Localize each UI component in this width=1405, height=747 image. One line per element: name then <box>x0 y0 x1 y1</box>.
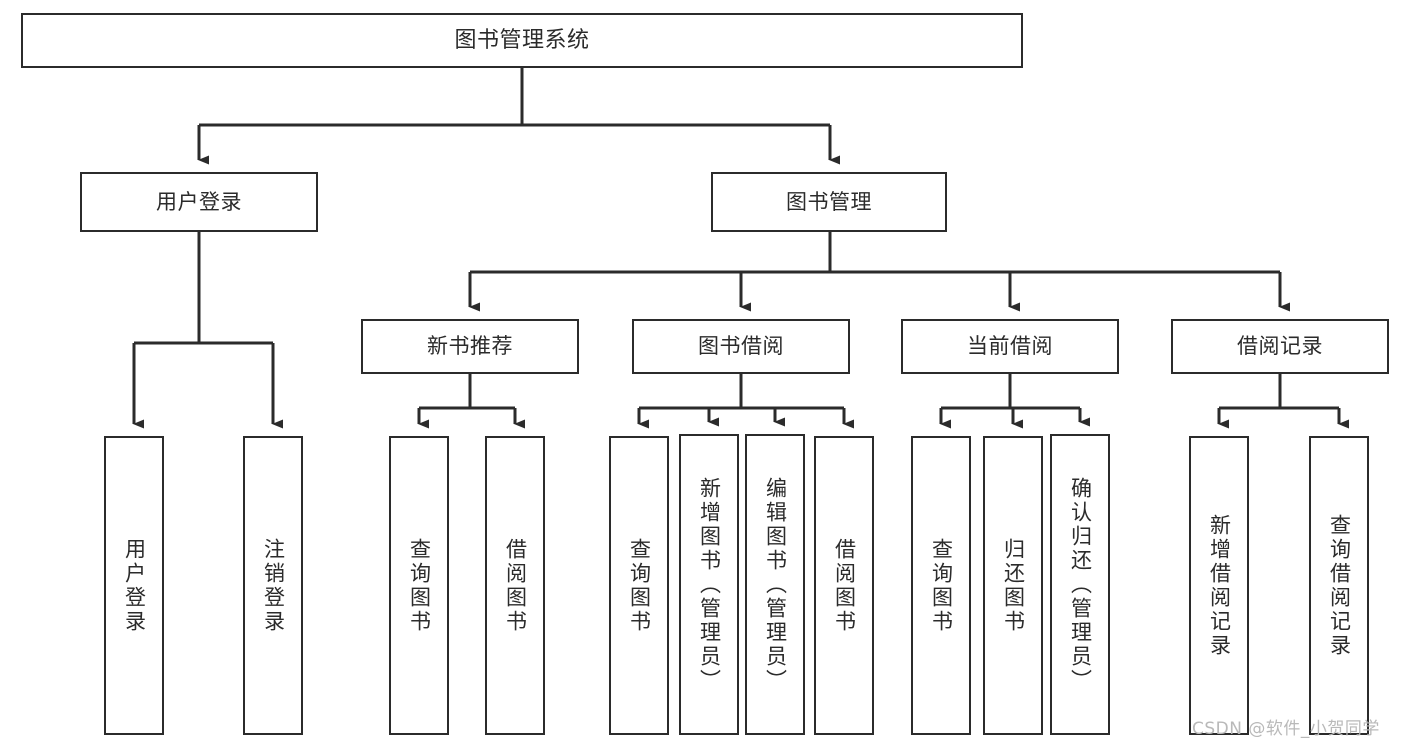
node-leaf-user-login[interactable]: 用户登录 <box>104 436 164 735</box>
node-user-login[interactable]: 用户登录 <box>80 172 318 232</box>
node-leaf-borrow-book-2-label: 借阅图书 <box>832 537 857 634</box>
node-book-borrow-label: 图书借阅 <box>698 334 784 359</box>
node-leaf-query-book-2[interactable]: 查询图书 <box>609 436 669 735</box>
edges-level1-to-level2 <box>468 232 1290 312</box>
node-leaf-return-book-label: 归还图书 <box>1001 537 1026 634</box>
node-new-book-rec-label: 新书推荐 <box>427 334 513 359</box>
edges-newbookrec-to-leaves <box>417 374 525 429</box>
edges-currentborrow-to-leaves <box>939 374 1090 429</box>
node-leaf-add-record[interactable]: 新增借阅记录 <box>1189 436 1249 735</box>
node-leaf-query-book-1[interactable]: 查询图书 <box>389 436 449 735</box>
node-leaf-query-book-3[interactable]: 查询图书 <box>911 436 971 735</box>
node-root[interactable]: 图书管理系统 <box>21 13 1023 68</box>
csdn-watermark: CSDN @软件_小贺同学 <box>1192 719 1380 739</box>
node-leaf-confirm-return-label: 确认归还（管理员） <box>1068 476 1093 693</box>
node-leaf-query-record[interactable]: 查询借阅记录 <box>1309 436 1369 735</box>
node-leaf-logout-label: 注销登录 <box>261 537 286 634</box>
edges-borrowrecord-to-leaves <box>1217 374 1349 429</box>
node-leaf-borrow-book-1[interactable]: 借阅图书 <box>485 436 545 735</box>
node-leaf-borrow-book-2[interactable]: 借阅图书 <box>814 436 874 735</box>
edges-bookborrow-to-leaves <box>637 374 854 429</box>
node-current-borrow-label: 当前借阅 <box>967 334 1053 359</box>
node-leaf-query-book-1-label: 查询图书 <box>407 537 432 634</box>
node-book-manage-label: 图书管理 <box>786 189 872 214</box>
node-borrow-record[interactable]: 借阅记录 <box>1171 319 1389 374</box>
node-current-borrow[interactable]: 当前借阅 <box>901 319 1119 374</box>
node-leaf-add-book-label: 新增图书（管理员） <box>697 476 722 693</box>
node-book-borrow[interactable]: 图书借阅 <box>632 319 850 374</box>
node-leaf-query-book-3-label: 查询图书 <box>929 537 954 634</box>
edges-userlogin-to-leaves <box>132 232 283 429</box>
node-new-book-rec[interactable]: 新书推荐 <box>361 319 579 374</box>
edges-root-to-level1 <box>197 68 840 165</box>
node-leaf-add-record-label: 新增借阅记录 <box>1207 513 1232 658</box>
node-leaf-confirm-return[interactable]: 确认归还（管理员） <box>1050 434 1110 735</box>
node-user-login-label: 用户登录 <box>156 189 242 214</box>
node-leaf-edit-book[interactable]: 编辑图书（管理员） <box>745 434 805 735</box>
node-leaf-add-book[interactable]: 新增图书（管理员） <box>679 434 739 735</box>
node-leaf-return-book[interactable]: 归还图书 <box>983 436 1043 735</box>
node-leaf-query-book-2-label: 查询图书 <box>627 537 652 634</box>
node-borrow-record-label: 借阅记录 <box>1237 334 1323 359</box>
node-book-manage[interactable]: 图书管理 <box>711 172 947 232</box>
node-leaf-borrow-book-1-label: 借阅图书 <box>503 537 528 634</box>
node-leaf-edit-book-label: 编辑图书（管理员） <box>763 476 788 693</box>
node-root-label: 图书管理系统 <box>454 27 590 53</box>
node-leaf-query-record-label: 查询借阅记录 <box>1327 513 1352 658</box>
node-leaf-user-login-label: 用户登录 <box>122 537 147 634</box>
node-leaf-logout[interactable]: 注销登录 <box>243 436 303 735</box>
